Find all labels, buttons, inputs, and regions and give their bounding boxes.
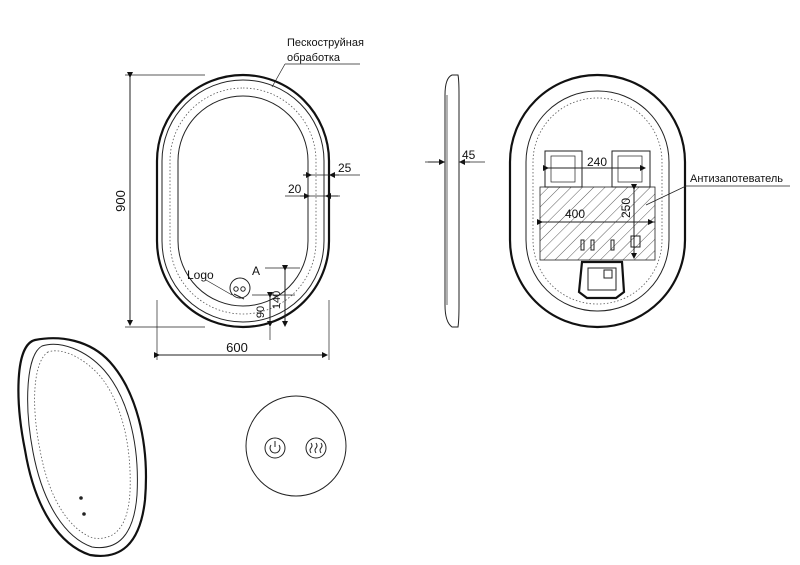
front-view: 900 600 Пескоструйная обработка 25 20 Lo… [113,37,364,360]
antifog-heater-bottom [539,221,656,261]
sensor-dot-1 [79,496,83,500]
bracket-left [544,150,583,188]
mirror-perspective-inner [27,343,138,549]
led-driver-box [577,260,626,300]
dim-bracket-spacing: 240 [587,155,607,169]
dim-width: 600 [226,340,248,355]
touch-sensor-detail-a [229,277,251,299]
mirror-glass-edge [161,79,325,323]
mirror-outer-frame [155,73,331,329]
dim-logo-offset-y: 140 [271,291,283,309]
sensor-panel-circle [245,395,347,497]
side-view: 45 [425,74,485,328]
antifog-heat-icon [309,442,323,454]
perspective-view [17,337,148,557]
back-view: 240 400 250 Антизапотеватель [508,73,790,329]
antifog-heater-top [539,186,656,223]
back-outer-frame [508,73,687,329]
label-sandblast-line2: обработка [287,52,341,64]
dim-heater-height: 250 [619,198,633,218]
label-detail-a: A [252,264,260,278]
dim-inner-offset: 20 [288,182,302,196]
detail-a-view [245,395,347,497]
label-sandblast-line1: Пескоструйная [287,37,364,49]
sandblast-strip [169,87,317,315]
antifog-button [305,437,327,459]
dim-heater-width: 400 [565,207,585,221]
dim-depth: 45 [462,148,476,162]
dim-border: 25 [338,161,352,175]
power-button [264,437,286,459]
label-antifog: Антизапотеватель [690,173,783,185]
back-inner-dotted [532,97,663,305]
dim-height: 900 [113,190,128,212]
back-inner-panel [525,90,670,312]
label-logo: Logo [187,268,214,282]
power-button-icon [269,441,281,454]
mirror-perspective-outer [17,337,148,557]
dim-logo-offset-x: 90 [255,306,267,318]
mirror-inner-area [177,95,309,307]
sensor-dot-2 [82,512,86,516]
mirror-side-profile [444,74,460,328]
